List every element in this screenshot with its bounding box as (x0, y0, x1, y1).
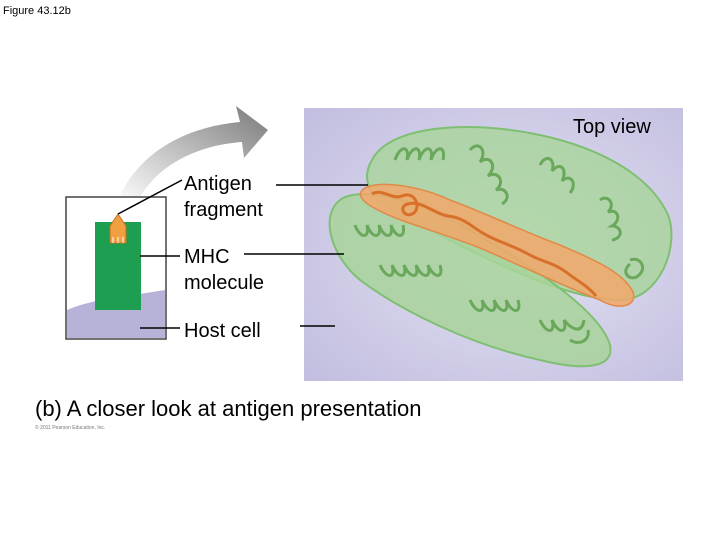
top-view-label: Top view (573, 116, 651, 138)
antigen-peptide-surface (359, 183, 635, 307)
host-cell-label: Host cell (184, 320, 261, 342)
mhc-molecule-label-line1: MHC (184, 246, 230, 268)
mhc-structure-panel (304, 108, 683, 381)
antigen-fragment-label: Antigen fragment (184, 171, 263, 223)
leader-antigen-left (117, 179, 183, 215)
mhc-helices-lower (353, 224, 590, 344)
mhc-helices-upper (393, 144, 644, 280)
mhc-molecule-label-line2: molecule (184, 272, 265, 294)
antigen-peptide-backbone (371, 190, 598, 297)
leader-lines (117, 179, 368, 329)
copyright-notice: © 2011 Pearson Education, Inc. (35, 425, 106, 431)
curved-arrow (118, 106, 268, 205)
figure-label: Figure 43.12b (3, 5, 71, 17)
figure-caption: (b) A closer look at antigen presentatio… (35, 396, 422, 421)
schematic-panel (65, 196, 167, 340)
antigen-fragment-label-line1: Antigen (184, 173, 252, 195)
antigen-fragment-label-line2: fragment (184, 199, 263, 221)
mhc-molecule-label: MHC molecule (184, 244, 264, 296)
